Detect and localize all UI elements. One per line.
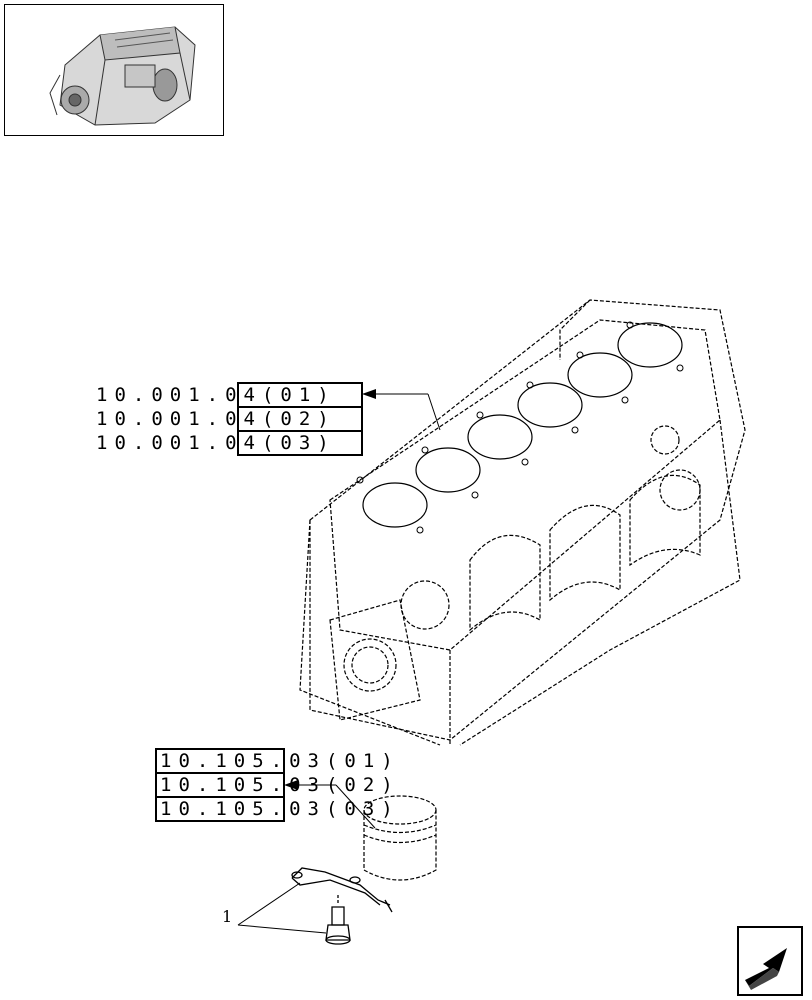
bolt-holes	[356, 321, 684, 534]
piston-reference-box[interactable]: 10.105.03(01) 10.105.03(02) 10.105.03(03…	[155, 748, 400, 822]
block-reference-box[interactable]: 10.001.04(01) 10.001.04(02) 10.001.04(03…	[96, 382, 363, 456]
next-page-button[interactable]	[737, 926, 803, 996]
piston-leader-line	[284, 780, 376, 829]
piston-ref-2[interactable]: 10.105.03(02)	[160, 774, 400, 796]
block-ref-3[interactable]: 10.001.04(03)	[96, 432, 336, 454]
block-ref-2[interactable]: 10.001.04(02)	[96, 408, 336, 430]
piston-ref-3[interactable]: 10.105.03(03)	[160, 798, 400, 820]
piston-drawing	[363, 795, 437, 881]
block-ref-1[interactable]: 10.001.04(01)	[96, 384, 336, 406]
bolt-drawing	[325, 895, 351, 945]
engine-thumbnail	[4, 4, 224, 136]
callout-1-label: 1	[222, 907, 232, 926]
piston-ref-1[interactable]: 10.105.03(01)	[160, 750, 400, 772]
block-leader-line	[362, 389, 441, 431]
next-page-arrow-icon	[745, 948, 787, 990]
callout-1: 1	[222, 882, 327, 934]
engine-thumbnail-icon	[49, 26, 196, 126]
oil-jet-nozzle	[291, 867, 393, 913]
engine-block-drawing	[299, 299, 746, 746]
cylinder-bores	[362, 322, 683, 528]
